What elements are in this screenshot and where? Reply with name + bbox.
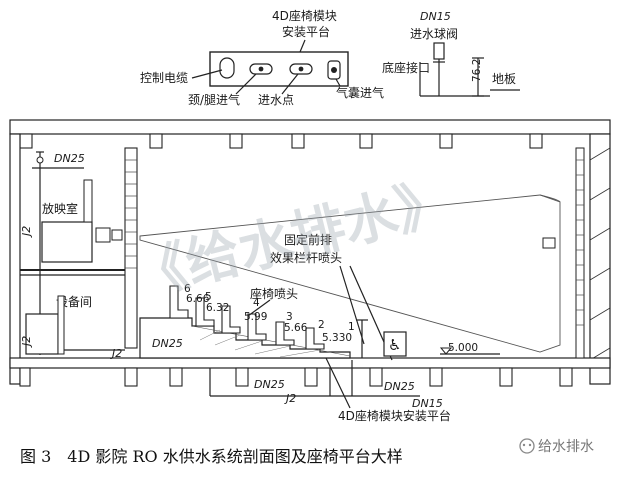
j2-lower-label: J2	[20, 336, 33, 348]
j2-small-label: J2	[110, 347, 122, 360]
seat-row3-icon	[247, 313, 267, 341]
wechat-icon	[519, 438, 535, 454]
dn25-platform-label: DN25	[152, 337, 183, 350]
brand-badge: 给水排水	[519, 438, 594, 455]
row4-elev: 5.99	[244, 311, 267, 323]
platform-detail: 4D座椅模块 安装平台 控制电缆 颈/腿进气 进水点 气囊进气 DN15 进水球…	[140, 8, 520, 107]
svg-text:♿: ♿	[388, 336, 401, 354]
platform-bottom-label: 4D座椅模块安装平台	[338, 408, 451, 423]
projector-icon	[41, 221, 93, 263]
seat-row2-icon	[275, 321, 295, 346]
row3-number: 3	[286, 311, 293, 323]
water-tank-icon	[25, 313, 59, 355]
row6-elev: 6.66	[186, 293, 210, 305]
projection-room-label: 放映室	[42, 201, 78, 216]
airbag-air-label: 气囊进气	[336, 85, 384, 100]
base-joint-label: 底座接口	[382, 60, 430, 75]
platform-title-line1: 4D座椅模块	[272, 8, 337, 23]
dn15-top-label: DN15	[420, 10, 451, 23]
row4-number: 4	[253, 297, 260, 309]
floor-label: 地板	[492, 72, 516, 86]
seat-row6-icon	[169, 285, 189, 319]
ball-valve-label: 进水球阀	[410, 27, 458, 41]
equipment-room-label: 设备间	[56, 295, 92, 309]
row2-elev: 5.330	[322, 332, 352, 344]
fixed-front-label-2: 效果栏杆喷头	[270, 250, 342, 265]
brand-label: 给水排水	[538, 439, 594, 455]
building-section: DN25 放映室 J2 设备间 J2 J2 DN25 6 6.66	[9, 119, 611, 423]
speaker-icon	[542, 237, 556, 249]
seat-row1-icon	[305, 327, 325, 350]
figure-caption: 图 3 4D 影院 RO 水供水系统剖面图及座椅平台大样	[20, 447, 403, 466]
platform-title-line2: 安装平台	[282, 24, 330, 39]
seat-row4-icon	[221, 305, 241, 334]
seat-nozzle-label: 座椅喷头	[250, 286, 298, 301]
control-cable-label: 控制电缆	[140, 71, 188, 85]
row5-number: 5	[205, 291, 212, 303]
wheelchair-icon	[383, 331, 407, 357]
dn25-left-label: DN25	[54, 152, 85, 165]
row2-number: 2	[318, 319, 325, 331]
row6-number: 6	[184, 283, 191, 295]
floor-elev-label: 5.000	[448, 342, 478, 354]
height-dim-label: 76.2	[471, 59, 483, 82]
seat-row5-icon	[195, 297, 215, 327]
row5-elev: 6.32	[206, 302, 229, 314]
neck-leg-air-label: 颈/腿进气	[188, 92, 240, 107]
ball-valve-icon	[433, 42, 445, 60]
fixed-front-label-1: 固定前排	[284, 232, 332, 247]
cable-port-icon	[219, 57, 235, 79]
dn25-bottom-1: DN25	[254, 378, 285, 391]
row1-number: 1	[348, 321, 355, 333]
dn25-bottom-2: DN25	[384, 380, 415, 393]
j2-upper-label: J2	[20, 226, 33, 238]
j2-bottom: J2	[284, 392, 296, 405]
row3-elev: 5.66	[284, 322, 308, 334]
dn15-bottom: DN15	[412, 397, 443, 410]
water-point-label: 进水点	[258, 93, 294, 107]
